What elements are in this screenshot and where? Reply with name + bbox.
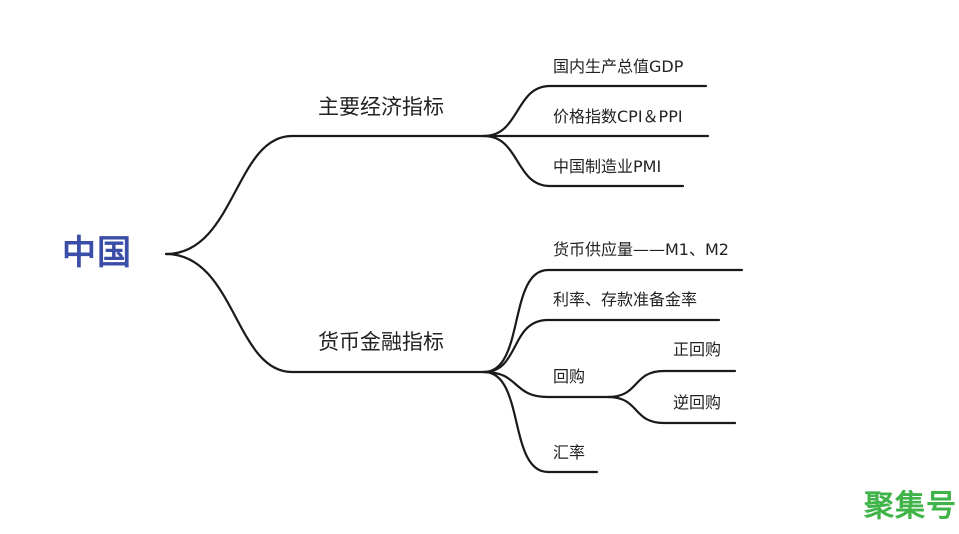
branch-economic-indicators: 主要经济指标 xyxy=(318,95,444,119)
watermark-logo: 聚集号 xyxy=(864,489,957,524)
leaf-money-supply: 货币供应量——M1、M2 xyxy=(553,240,729,259)
leaf-interest-reserve-rate: 利率、存款准备金率 xyxy=(553,290,698,309)
leaf-reverse-repo: 逆回购 xyxy=(673,393,722,412)
leaf-gdp: 国内生产总值GDP xyxy=(553,57,684,76)
leaf-repo: 回购 xyxy=(553,367,586,386)
leaf-exchange-rate: 汇率 xyxy=(553,443,586,462)
connector-repo-forward xyxy=(606,369,737,399)
connector-root-to-economic xyxy=(164,134,486,256)
connector-monetary-money-supply xyxy=(482,268,744,374)
root-node: 中国 xyxy=(62,233,132,273)
leaf-pmi: 中国制造业PMI xyxy=(553,157,662,176)
connector-monetary-repo xyxy=(482,370,610,399)
connector-repo-reverse xyxy=(606,395,737,425)
connector-economic-gdp xyxy=(482,84,708,138)
leaf-cpi-ppi: 价格指数CPI＆PPI xyxy=(553,107,683,126)
connector-monetary-rate xyxy=(482,318,721,374)
branch-monetary-indicators: 货币金融指标 xyxy=(318,330,444,354)
connector-economic-pmi xyxy=(482,134,685,188)
leaf-forward-repo: 正回购 xyxy=(673,340,722,359)
connector-monetary-fx xyxy=(482,370,599,474)
connector-root-to-monetary xyxy=(164,252,486,374)
